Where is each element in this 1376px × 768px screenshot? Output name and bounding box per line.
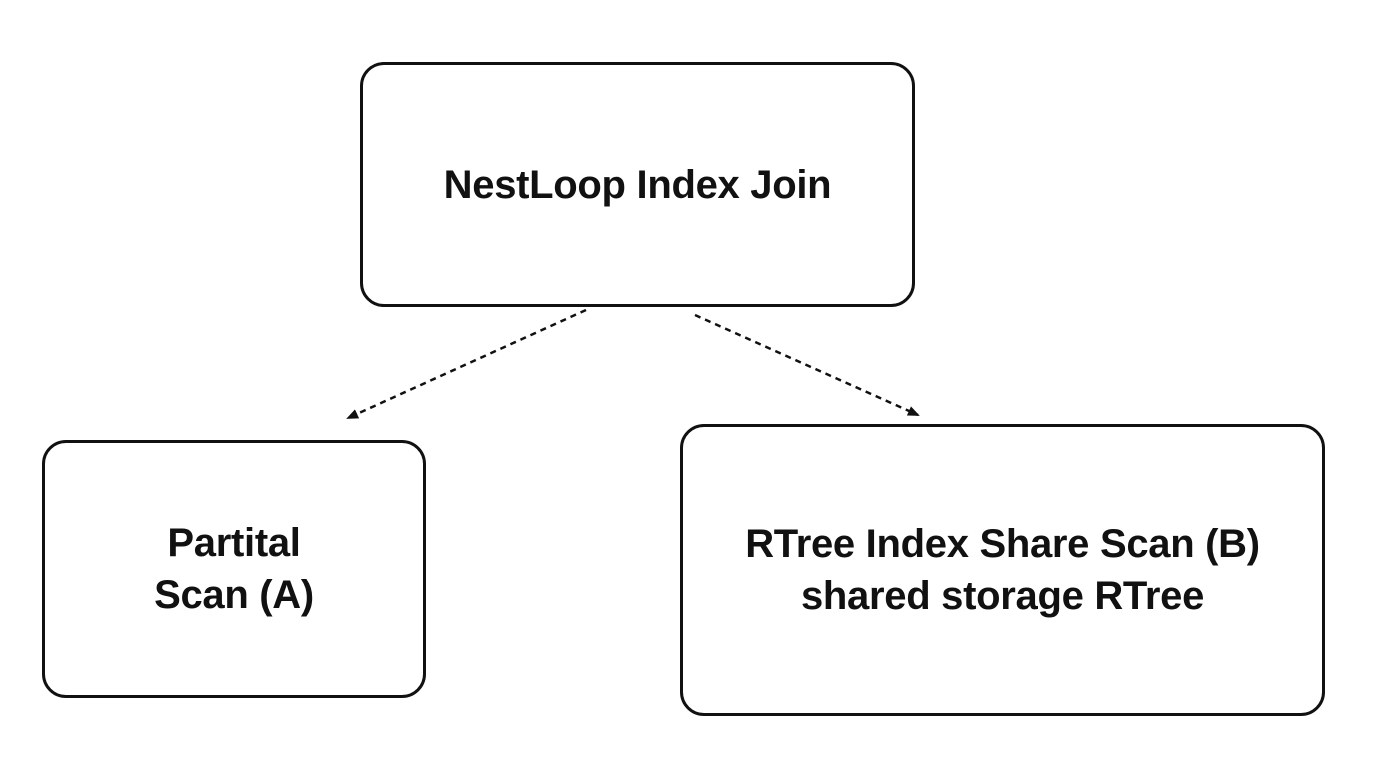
node-label-line: shared storage RTree — [800, 574, 1205, 618]
nestloop-index-join-node: NestLoop Index Join — [360, 62, 915, 307]
edge-root-to-left-arrow — [346, 308, 587, 420]
node-label-line: Scan (A) — [154, 573, 314, 617]
edge-root-to-right-arrow — [694, 313, 920, 417]
node-label-line: RTree Index Share Scan (B) — [745, 522, 1260, 566]
partial-scan-a-node: Partital Scan (A) — [42, 440, 426, 698]
node-label-line: Partital — [167, 521, 301, 565]
node-label-line: NestLoop Index Join — [443, 162, 832, 207]
rtree-index-share-scan-b-node: RTree Index Share Scan (B) shared storag… — [680, 424, 1325, 716]
